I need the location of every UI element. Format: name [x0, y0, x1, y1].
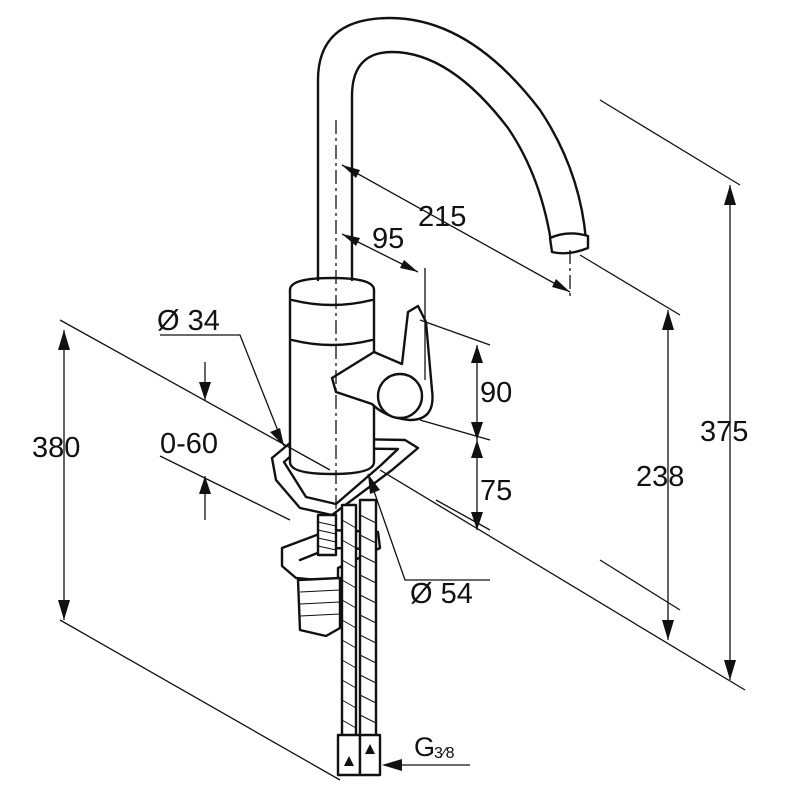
hose-fitting-left [336, 733, 362, 777]
hose-fitting-right [358, 733, 382, 777]
lever-hub [376, 372, 424, 420]
dim-total-height: 375 [700, 416, 748, 448]
faucet-drawing [270, 16, 590, 777]
flow-arrow-icon [344, 756, 354, 766]
dim-lever-height: 90 [480, 377, 512, 409]
dim-body-height: 75 [480, 475, 512, 507]
dim-deck-thickness: 0-60 [160, 428, 218, 460]
dim-thread: G [414, 732, 435, 762]
dim-handle-offset: 95 [372, 223, 404, 255]
spout [316, 16, 588, 282]
dim-thread-fraction: 3⁄8 [434, 745, 455, 762]
dim-base-diameter: Ø 54 [410, 578, 473, 610]
extension-lines [59, 99, 746, 781]
dim-body-diameter: Ø 34 [157, 305, 220, 337]
faucet-body [288, 276, 376, 476]
dimension-lines [58, 164, 736, 771]
dimension-arrow-icon [342, 165, 360, 178]
supply-hose-right [358, 498, 378, 772]
supply-hose-left [340, 503, 358, 772]
dim-spout-reach: 215 [418, 201, 466, 233]
spout-outlet [548, 232, 590, 255]
mounting-nut [296, 576, 342, 638]
dim-outlet-height: 238 [636, 461, 684, 493]
dim-total-depth: 380 [32, 432, 80, 464]
